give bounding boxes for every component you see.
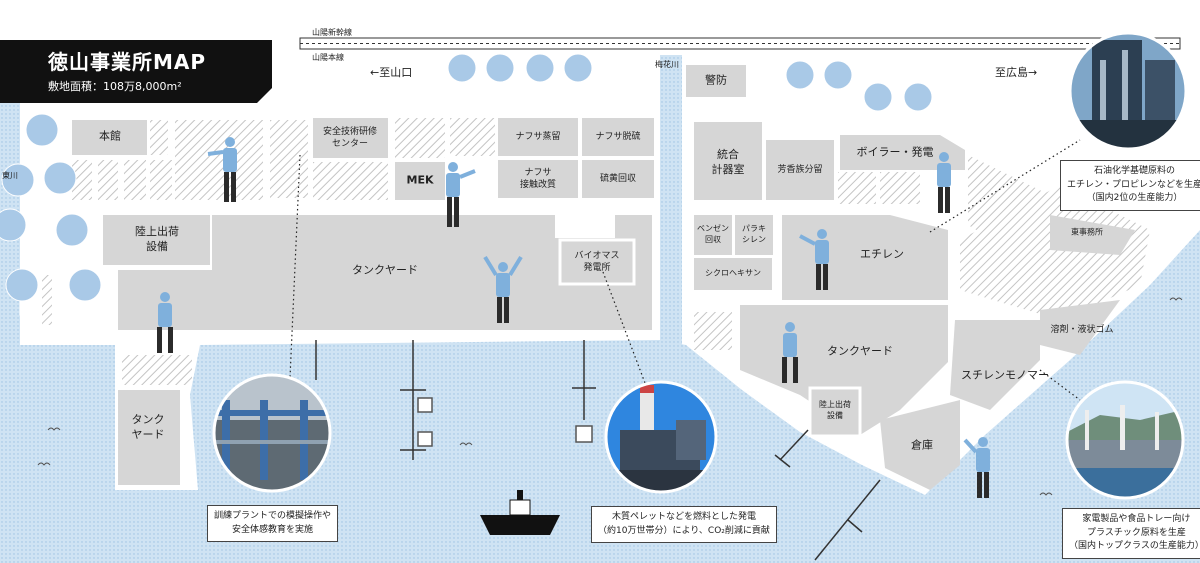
direction-west: ←至山口 [370, 66, 413, 79]
facility-land-shipping-west: 陸上出荷 設備 [135, 225, 179, 253]
worker-7 [782, 322, 798, 383]
higashikawa-label: 東川 [2, 171, 18, 180]
facility-solvent-rubber: 溶剤・液状ゴム [1050, 324, 1114, 335]
workers [157, 137, 990, 498]
facility-tank-yard-west: タンク ヤード [131, 413, 165, 441]
facility-tank-yard-main: タンクヤード [352, 263, 418, 277]
facility-east-office: 東事務所 [1071, 227, 1103, 237]
facility-paraxylene: パラキ シレン [742, 224, 766, 244]
worker-3 [483, 255, 523, 323]
facility-land-shipping-east: 陸上出荷 設備 [819, 400, 851, 420]
facility-safety-center: 安全技術研修 センター [322, 126, 378, 149]
facility-biomass: バイオマス 発電所 [574, 250, 620, 273]
railway [299, 37, 1181, 50]
styrene-plant-photo [1065, 380, 1185, 500]
worker-4 [157, 292, 173, 353]
leader-lines [289, 139, 1081, 401]
facility-aromatics: 芳香族分留 [777, 164, 823, 175]
page-title: 徳山事業所MAP [48, 50, 207, 74]
river-baikagawa [660, 55, 682, 355]
facility-naphtha-catalytic: ナフサ 接触改質 [519, 167, 557, 190]
rail-label-shinkansen: 山陽新幹線 [312, 28, 352, 37]
worker-2 [446, 162, 476, 227]
rail-label-main-line: 山陽本線 [312, 53, 344, 62]
petrochemical-plant-photo [1068, 31, 1188, 151]
title-banner [0, 40, 272, 103]
jetties [315, 340, 881, 561]
facility-styrene: スチレンモノマー [961, 368, 1049, 382]
caption-training: 訓練プラントでの模擬操作や 安全体感教育を実施 [207, 505, 339, 542]
river-label: 梅花川 [655, 60, 679, 69]
west-blocks [42, 118, 654, 485]
facility-boiler: ボイラー・発電 [856, 145, 934, 159]
biomass-plant-photo [604, 380, 718, 494]
facility-ethylene: エチレン [860, 247, 904, 261]
trees [0, 53, 933, 316]
facility-cyclohexane: シクロヘキサン [705, 268, 761, 278]
facility-control-room: 統合 計器室 [711, 148, 745, 176]
facility-naphtha-distill: ナフサ蒸留 [515, 131, 561, 142]
facility-sulfur: 硫黄回収 [599, 173, 637, 184]
facility-benzene: ベンゼン 回収 [697, 224, 729, 244]
worker-6 [799, 229, 829, 290]
facility-keibou: 警防 [705, 73, 727, 87]
facility-mek: MEK [406, 173, 434, 187]
direction-east: 至広島→ [995, 66, 1038, 79]
caption-plastic: 家電製品や食品トレー向け プラスチック原料を生産 （国内トップクラスの生産能力） [1062, 508, 1200, 559]
caption-petrochemical: 石油化学基礎原料の エチレン・プロピレンなどを生産 （国内2位の生産能力） [1060, 160, 1200, 211]
site-area: 敷地面積：108万8,000m² [48, 80, 182, 93]
facility-tank-yard-east: タンクヤード [827, 344, 893, 358]
worker-8 [963, 437, 990, 498]
facility-naphtha-desulf: ナフサ脱硫 [595, 131, 641, 142]
facility-honkan: 本館 [99, 129, 121, 143]
caption-biomass: 木質ペレットなどを燃料とした発電 （約10万世帯分）により、CO₂削減に貢献 [591, 506, 777, 543]
worker-1 [207, 137, 237, 202]
training-plant-photo [212, 373, 332, 493]
worker-5 [937, 152, 951, 213]
ship [480, 490, 560, 535]
facility-warehouse: 倉庫 [911, 438, 933, 452]
